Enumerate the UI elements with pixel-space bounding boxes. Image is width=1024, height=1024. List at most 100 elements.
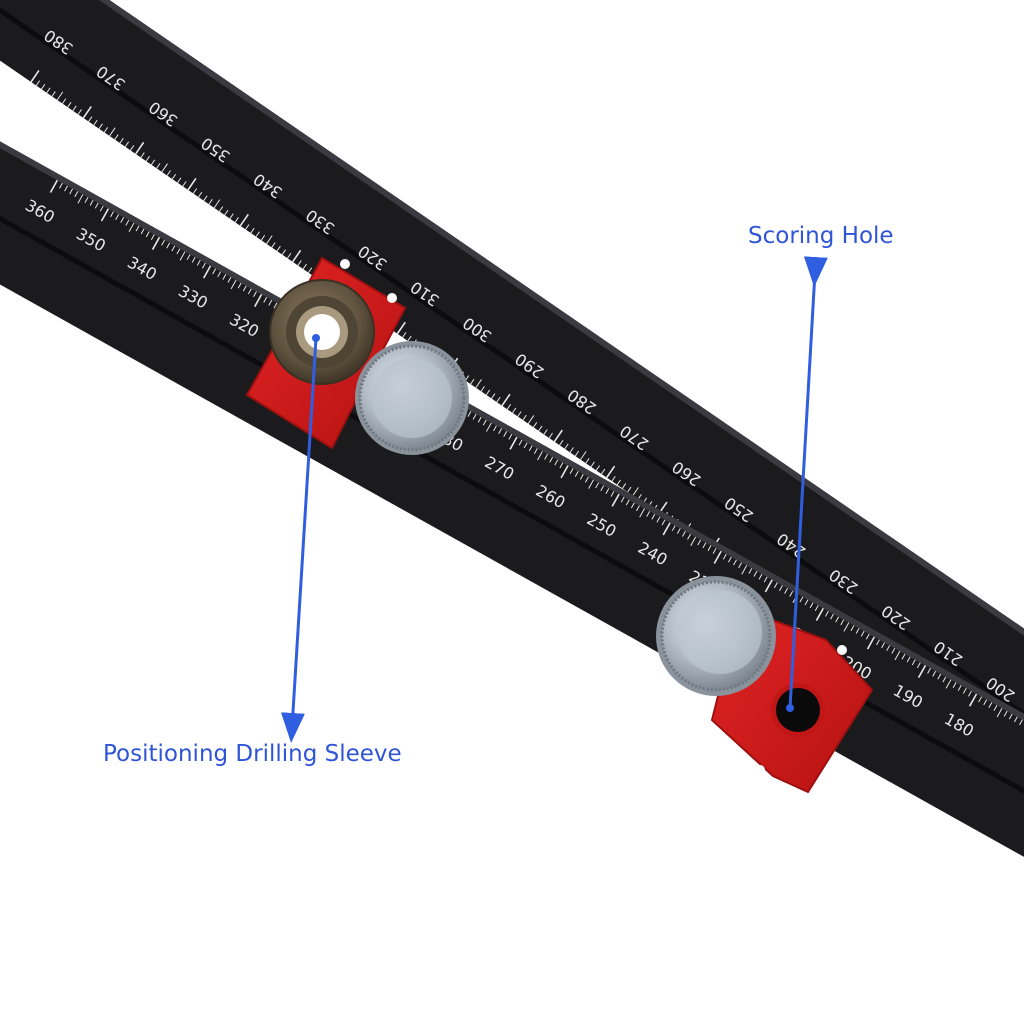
thumb-screw-icon[interactable] — [656, 576, 776, 696]
ruler-tick — [396, 321, 406, 335]
drill-sleeve-icon[interactable] — [269, 279, 375, 385]
ruler-tick — [508, 434, 513, 440]
scoring-hole-label: Scoring Hole — [748, 223, 894, 249]
ruler-tick — [177, 177, 182, 183]
ruler-tick — [952, 682, 957, 689]
ruler-tick — [690, 536, 697, 546]
ruler-tick — [993, 705, 998, 711]
ruler-tick — [569, 468, 574, 474]
ruler-tick — [150, 159, 156, 165]
ruler-tick — [651, 513, 656, 520]
ruler-tick — [559, 440, 564, 446]
ruler-tick — [559, 462, 564, 469]
ruler-tick — [88, 116, 93, 122]
scoring-hole-arrow-dot — [786, 704, 794, 712]
ruler-tick — [171, 173, 177, 180]
ruler-tick — [687, 533, 691, 540]
ruler-tick — [763, 576, 768, 583]
ruler-tick — [84, 197, 89, 203]
ruler-tick — [151, 236, 161, 250]
ruler-tick — [237, 282, 242, 289]
ruler-tick — [208, 199, 213, 205]
ruler-tick — [588, 479, 594, 489]
ruler-tick — [528, 445, 533, 452]
ruler-tick — [120, 217, 125, 223]
ruler-tick — [543, 429, 548, 435]
ruler-tick — [263, 297, 268, 303]
ruler-tick — [916, 662, 921, 669]
ruler-tick — [480, 386, 485, 392]
ruler-tick — [927, 668, 931, 674]
ruler-tick — [187, 177, 197, 191]
ruler-tick — [727, 556, 732, 563]
ruler-tick — [115, 214, 119, 220]
ruler-tick — [493, 425, 497, 432]
ruler-tick — [62, 98, 67, 104]
ruler-tick — [518, 439, 523, 446]
right-red-block — [656, 576, 874, 794]
ruler-tick — [130, 145, 135, 151]
lower-ruler-groove — [0, 175, 1024, 912]
ruler-tick — [253, 291, 257, 298]
ruler-tick — [601, 468, 606, 475]
ruler-tick — [77, 194, 84, 204]
ruler-tick — [276, 245, 281, 252]
ruler-tick — [119, 137, 124, 144]
ruler-tick — [773, 582, 778, 589]
ruler-tick — [72, 105, 77, 112]
ruler-tick — [1019, 719, 1023, 726]
ruler-tick — [59, 182, 63, 189]
upper-ruler: 3803703603503403303203103002902802702602… — [0, 0, 1024, 857]
positioning-sleeve-label: Positioning Drilling Sleeve — [103, 741, 402, 767]
ruler-tick — [850, 625, 855, 631]
ruler-tick — [191, 257, 196, 263]
ruler-tick — [595, 465, 601, 471]
ruler-tick — [1008, 713, 1013, 720]
ruler-tick — [486, 422, 492, 432]
ruler-tick — [94, 202, 99, 209]
ruler-tick — [281, 249, 287, 255]
ruler-tick — [182, 181, 187, 187]
ruler-tick — [166, 242, 171, 249]
ruler-tick — [517, 411, 522, 417]
ruler-tick — [224, 209, 229, 216]
ruler-tick — [865, 633, 870, 640]
ruler-tick — [273, 302, 278, 309]
ruler-tick — [962, 688, 967, 694]
ruler-tick — [99, 205, 104, 212]
ruler-tick — [932, 670, 937, 677]
ruler-tick — [271, 242, 276, 248]
ruler-tick — [840, 619, 845, 626]
ruler-tick — [82, 105, 92, 119]
ruler-tick — [254, 294, 263, 308]
scoring-hole-icon[interactable] — [771, 683, 825, 737]
ruler-tick — [145, 155, 150, 162]
ruler-tick — [860, 630, 865, 637]
positioning-sleeve-arrow-icon — [280, 337, 318, 743]
ruler-tick — [482, 419, 487, 426]
ruler-tick — [625, 499, 630, 506]
ruler-tick — [472, 414, 477, 420]
ruler-tick — [230, 279, 237, 290]
ruler-tick — [553, 429, 563, 443]
ruler-tick — [825, 610, 829, 617]
ruler-tick — [549, 456, 554, 463]
ruler-tick — [485, 389, 491, 396]
ruler-tick — [741, 565, 748, 575]
thumb-screw-icon[interactable] — [355, 341, 469, 455]
ruler-tick — [620, 496, 625, 503]
ruler-tick — [784, 588, 788, 594]
ruler-tick — [722, 553, 727, 560]
ruler-tick — [307, 267, 313, 273]
ruler-tick — [527, 415, 535, 424]
ruler-tick — [41, 83, 46, 90]
ruler-tick — [467, 411, 472, 417]
ruler-tick — [509, 436, 518, 450]
ruler-tick — [103, 127, 109, 133]
ruler-tick — [110, 211, 114, 218]
ruler-tick — [213, 199, 221, 209]
ruler-tick — [203, 195, 208, 201]
ruler-tick — [125, 219, 130, 226]
ruler-tick — [758, 573, 763, 580]
